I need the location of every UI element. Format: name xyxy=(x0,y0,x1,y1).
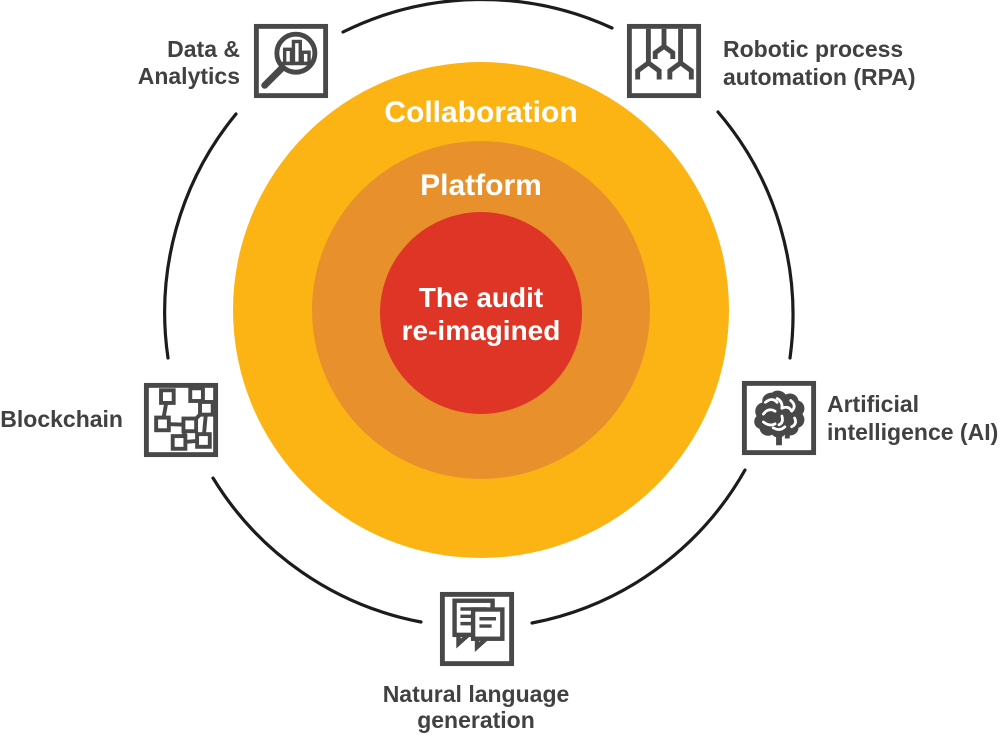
nlg-label-line1: Natural language xyxy=(382,681,570,707)
connected-nodes-icon xyxy=(143,382,219,458)
blockchain-label: Blockchain xyxy=(0,406,123,432)
magnifier-bar-chart-icon xyxy=(253,23,329,99)
orbit-arc-left xyxy=(163,112,238,360)
core-circle xyxy=(380,212,582,414)
rpa-label-line1: Robotic process xyxy=(723,36,904,62)
data-analytics-label-line1: Data & xyxy=(167,36,240,62)
nlg-label: Natural language generation xyxy=(326,681,626,733)
data-analytics-label-line2: Analytics xyxy=(137,63,240,89)
core-title: The audit re-imagined xyxy=(380,281,582,347)
ai-label-line2: intelligence (AI) xyxy=(827,419,999,445)
orbit-arc-right xyxy=(716,110,795,360)
robotic-grippers-icon xyxy=(626,23,702,99)
rpa-label-line2: automation (RPA) xyxy=(723,64,916,90)
speech-bubbles-icon xyxy=(439,591,515,667)
nlg-label-line2: generation xyxy=(417,707,535,733)
ai-label-line1: Artificial xyxy=(827,391,920,417)
platform-label: Platform xyxy=(420,169,542,202)
orbit-arc-top xyxy=(341,0,614,34)
core-title-line2: re-imagined xyxy=(401,315,561,346)
rpa-label: Robotic process automation (RPA) xyxy=(723,35,916,91)
collaboration-label: Collaboration xyxy=(384,96,578,129)
brain-icon xyxy=(741,380,817,456)
core-title-line1: The audit xyxy=(418,282,544,313)
data-analytics-label: Data & Analytics xyxy=(138,36,240,90)
ai-label: Artificial intelligence (AI) xyxy=(827,390,998,446)
